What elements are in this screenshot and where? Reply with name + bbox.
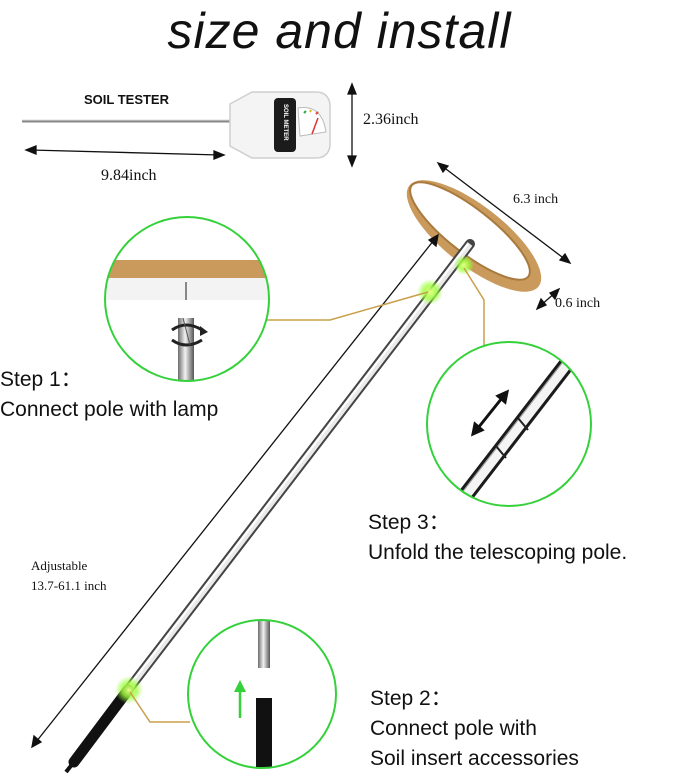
lamp-diameter-label: 6.3 inch	[513, 192, 559, 207]
step2-text-1: Connect pole with	[370, 717, 537, 740]
step1-title: Step 1：	[0, 368, 82, 391]
pole-length-label-2: 13.7-61.1 inch	[31, 578, 107, 593]
tester-height-label: 2.36inch	[363, 111, 419, 128]
glow-point-3	[115, 676, 143, 704]
step1-text: Connect pole with lamp	[0, 398, 219, 421]
telescoping-pole	[64, 239, 475, 774]
step2-title: Step 2：	[370, 687, 452, 710]
callout-step2	[187, 619, 337, 769]
callout-step1	[104, 216, 270, 382]
lamp-disk	[406, 180, 542, 292]
lamp-dimension-arrows	[436, 161, 572, 311]
step3-text: Unfold the telescoping pole.	[368, 541, 628, 564]
lamp-thickness-label: 0.6 inch	[555, 296, 601, 311]
soil-meter-text: SOIL METER	[282, 104, 288, 141]
page-title: size and install	[167, 3, 512, 59]
leader-lines	[129, 267, 485, 723]
soil-tester-illustration	[22, 91, 331, 159]
pole-dimension-arrow	[31, 233, 439, 749]
glow-point-1	[417, 279, 443, 305]
tester-dimension-arrows	[24, 82, 357, 168]
step3-title: Step 3：	[368, 511, 450, 534]
step2-text-2: Soil insert accessories	[370, 747, 579, 770]
tester-length-label: 9.84inch	[101, 167, 157, 184]
callout-step3	[426, 341, 592, 507]
glow-point-2	[454, 255, 474, 275]
pole-length-label-1: Adjustable	[31, 558, 88, 573]
soil-tester-label: SOIL TESTER	[84, 92, 169, 107]
